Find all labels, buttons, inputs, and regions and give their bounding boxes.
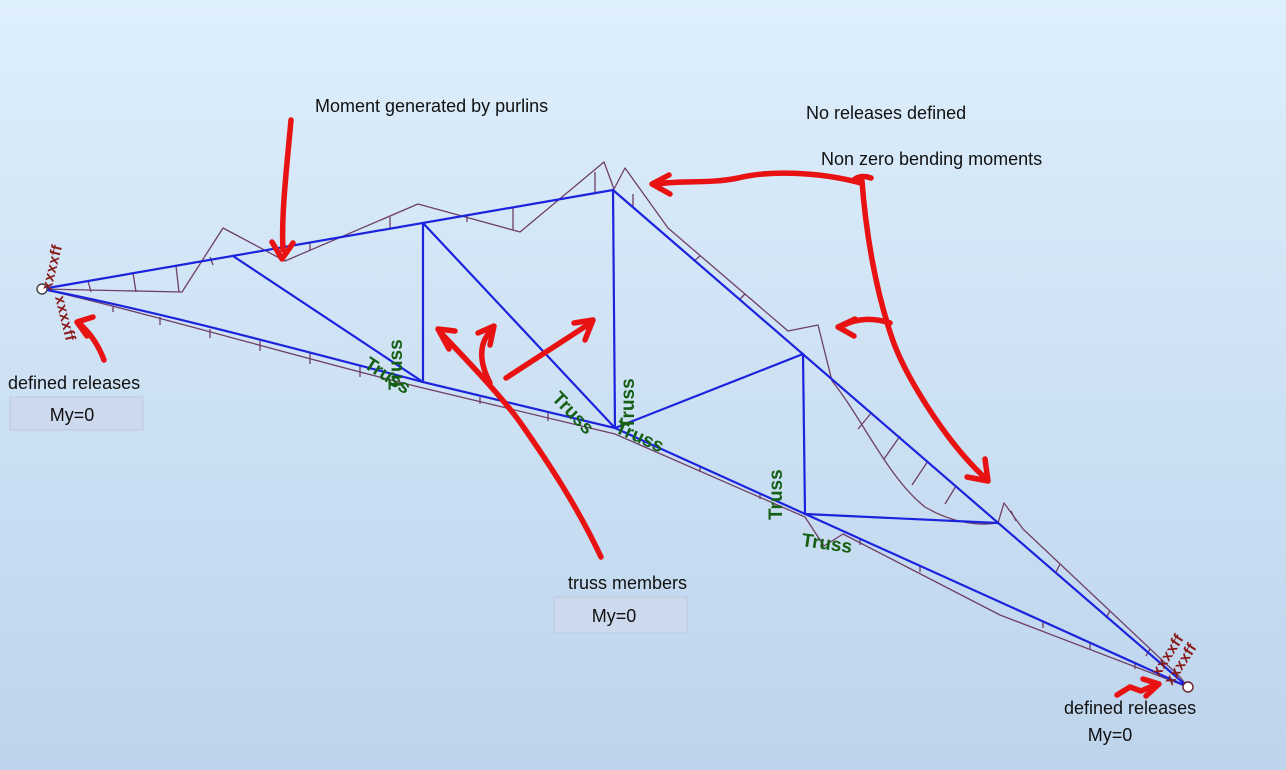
moment-diagrams — [41, 161, 1189, 688]
label-defined-releases-left: defined releases — [8, 373, 140, 393]
label-non-zero-moments: Non zero bending moments — [821, 149, 1042, 169]
arrow-truss-members-curved — [479, 326, 496, 386]
arrow-left-support-head — [74, 314, 96, 339]
label-no-releases: No releases defined — [806, 103, 966, 123]
web-diagonal-2 — [421, 221, 617, 430]
arrow-purlin-moment-head — [269, 239, 296, 262]
web-vertical-2 — [611, 188, 617, 430]
arrow-nonzero-long — [850, 173, 986, 479]
arrow-apex-moment-head — [649, 172, 673, 197]
arrow-apex-moment — [655, 170, 864, 187]
arrow-truss-members-long — [438, 330, 604, 560]
label-my0-left: My=0 — [50, 405, 95, 425]
bottom-chord — [40, 287, 1190, 689]
truss-label-vertical-3: Truss — [766, 469, 787, 520]
web-diagonal-1 — [231, 254, 425, 384]
arrow-truss-members-long-head — [435, 326, 458, 352]
highlight-box-left — [9, 396, 144, 431]
red-annotations — [74, 117, 1162, 699]
label-moment-purlins: Moment generated by purlins — [315, 96, 548, 116]
top-chord-right — [611, 188, 1190, 689]
label-my0-right: My=0 — [1088, 725, 1133, 745]
label-my0-center: My=0 — [592, 606, 637, 626]
web-horizontal — [803, 512, 1000, 525]
label-truss-members: truss members — [568, 573, 687, 593]
arrow-truss-members-curved-head — [475, 323, 497, 348]
truss-frame — [40, 188, 1190, 689]
arrow-right-support-head — [1140, 676, 1162, 699]
arrow-nonzero-long-head — [964, 456, 991, 484]
top-chord-left — [40, 188, 615, 291]
web-diagonal-3 — [613, 352, 805, 430]
arrow-nonzero-branch-head — [835, 316, 858, 339]
label-defined-releases-right: defined releases — [1064, 698, 1196, 718]
truss-label-vertical-2: Truss — [618, 378, 639, 429]
moment-hatching-bottom — [112, 306, 1136, 669]
moment-diagram-top-chord — [41, 161, 1189, 688]
arrow-truss-members-straight — [503, 321, 592, 381]
moment-hatching-top — [87, 172, 1151, 657]
annotation-texts: Moment generated by purlins No releases … — [8, 96, 1196, 745]
moment-diagram-bottom-chord — [41, 288, 1189, 688]
arrow-truss-members-straight-head — [571, 317, 596, 343]
truss-label-vertical-1: Truss — [386, 339, 407, 390]
support-node-left — [36, 283, 48, 295]
highlight-box-center — [553, 596, 688, 634]
arrow-right-support — [1114, 682, 1158, 698]
arrow-purlin-moment — [279, 117, 294, 253]
support-node-right — [1182, 681, 1194, 693]
web-vertical-3 — [801, 352, 807, 516]
